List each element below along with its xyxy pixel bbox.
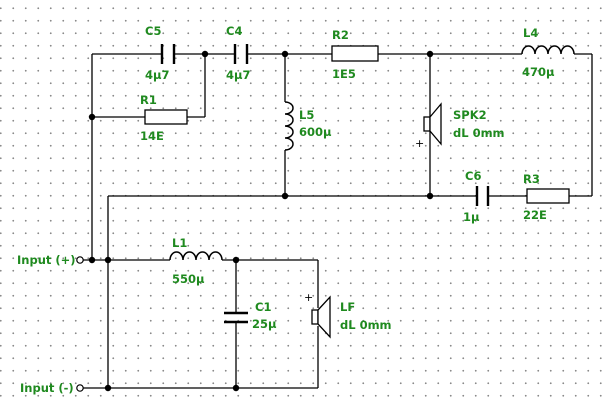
- spk2-polarity-mark: +: [415, 137, 424, 150]
- c1-value-label: 25µ: [252, 317, 277, 331]
- resistor-r3-symbol: [526, 188, 570, 204]
- lf-value-label: dL 0mm: [340, 318, 392, 332]
- capacitor-c6-symbol: [475, 186, 490, 206]
- l1-ref-label: L1: [172, 236, 187, 250]
- r1-value-label: 14E: [140, 129, 164, 143]
- capacitor-c5-symbol: [160, 44, 176, 64]
- speaker-spk2-symbol: [423, 102, 442, 146]
- capacitor-c4-symbol: [233, 44, 249, 64]
- r3-value-label: 22E: [523, 208, 547, 222]
- input-negative-terminal[interactable]: [76, 384, 84, 392]
- c6-ref-label: C6: [465, 169, 481, 183]
- resistor-r2-symbol: [331, 45, 379, 62]
- resistor-r1-symbol: [144, 109, 188, 125]
- r1-ref-label: R1: [140, 93, 157, 107]
- l5-value-label: 600µ: [299, 125, 332, 139]
- c5-value-label: 4µ7: [145, 68, 169, 82]
- spk2-ref-label: SPK2: [453, 108, 487, 122]
- r3-ref-label: R3: [523, 172, 540, 186]
- spk2-value-label: dL 0mm: [453, 126, 505, 140]
- r2-value-label: 1E5: [332, 67, 356, 81]
- input-negative-label: Input (-): [20, 381, 74, 395]
- lf-polarity-mark: +: [304, 291, 313, 304]
- l1-value-label: 550µ: [172, 272, 205, 286]
- input-positive-terminal[interactable]: [76, 256, 84, 264]
- lf-ref-label: LF: [340, 300, 355, 314]
- junctions: [88, 50, 434, 392]
- inductor-l1-symbol: [169, 251, 223, 261]
- c4-value-label: 4µ7: [226, 68, 250, 82]
- c5-ref-label: C5: [145, 24, 161, 38]
- inductor-l5-symbol: [284, 101, 294, 151]
- c1-ref-label: C1: [255, 300, 271, 314]
- speaker-lf-symbol: [311, 295, 331, 339]
- l5-ref-label: L5: [299, 108, 314, 122]
- inductor-l4-symbol: [521, 45, 575, 55]
- capacitor-c1-symbol: [224, 311, 248, 324]
- l4-value-label: 470µ: [522, 65, 555, 79]
- r2-ref-label: R2: [332, 28, 349, 42]
- l4-ref-label: L4: [523, 26, 538, 40]
- input-positive-label: Input (+): [17, 253, 76, 267]
- c6-value-label: 1µ: [463, 210, 480, 224]
- c4-ref-label: C4: [226, 24, 242, 38]
